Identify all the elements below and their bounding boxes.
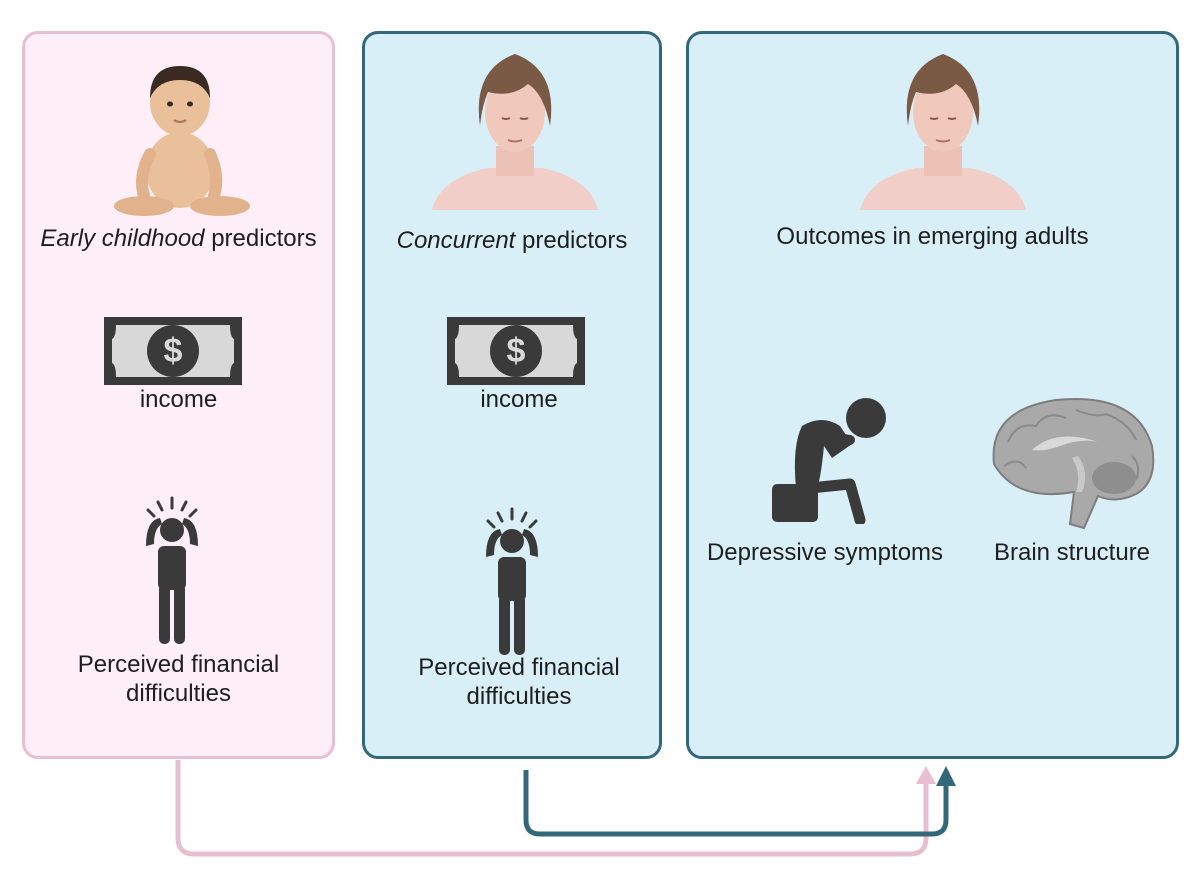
stressed-person-icon xyxy=(146,496,198,644)
teal-arrowhead xyxy=(936,766,956,786)
svg-text:$: $ xyxy=(164,332,183,370)
concurrent-income-label: income xyxy=(480,386,558,413)
money-bill-icon: $ xyxy=(447,317,585,385)
early-difficulties-label: Perceived financial difficulties xyxy=(22,650,335,708)
early-difficulties-line2: difficulties xyxy=(126,680,231,707)
young-adult-icon xyxy=(432,54,598,210)
money-bill-icon: $ xyxy=(104,317,242,385)
baby-icon xyxy=(114,66,250,216)
early-to-outcomes-arrow xyxy=(175,760,929,857)
early-difficulties-line1: Perceived financial xyxy=(77,651,280,678)
concurrent-difficulties-line1: Perceived financial xyxy=(418,654,620,681)
brain-structure-label: Brain structure xyxy=(993,539,1151,566)
depressed-person-icon xyxy=(772,398,886,524)
stressed-person-icon xyxy=(486,507,538,655)
concurrent-to-outcomes-arrow xyxy=(523,770,949,837)
svg-text:$: $ xyxy=(507,332,526,370)
emerging-adult-icon xyxy=(860,54,1026,210)
outcomes-heading: Outcomes in emerging adults xyxy=(776,223,1089,250)
depressive-symptoms-label: Depressive symptoms xyxy=(706,539,944,566)
early-heading: Early childhood predictors xyxy=(40,225,317,252)
concurrent-difficulties-label: Perceived financial difficulties xyxy=(362,653,676,711)
early-income-label: income xyxy=(139,386,218,413)
brain-icon xyxy=(992,398,1155,530)
concurrent-heading: Concurrent predictors xyxy=(396,227,628,254)
pink-arrowhead xyxy=(916,766,936,784)
concurrent-difficulties-line2: difficulties xyxy=(466,683,572,710)
